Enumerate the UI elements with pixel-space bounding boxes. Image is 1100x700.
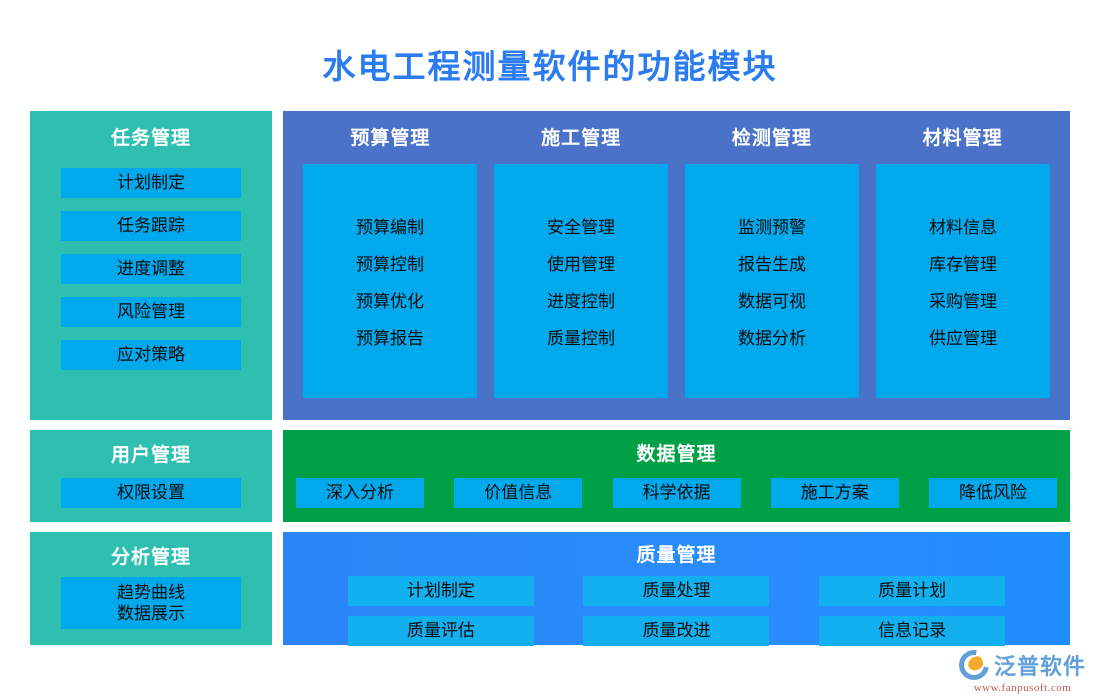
- user-management-title: 用户管理: [110, 445, 191, 466]
- material-item-3[interactable]: 供应管理: [929, 329, 997, 348]
- module-title-inspection: 检测管理: [731, 128, 812, 149]
- fanpu-logo-icon: [953, 644, 995, 686]
- construction-item-0[interactable]: 安全管理: [547, 218, 615, 237]
- module-column-material[interactable]: 材料信息 库存管理 采购管理 供应管理: [876, 164, 1050, 398]
- budget-item-1[interactable]: 预算控制: [356, 255, 424, 274]
- module-title-budget: 预算管理: [350, 128, 431, 149]
- task-management-list: 计划制定 任务跟踪 进度调整 风险管理 应对策略: [30, 168, 272, 370]
- watermark-brand: 泛普软件: [993, 654, 1086, 679]
- data-item-risk[interactable]: 降低风险: [929, 478, 1057, 508]
- construction-item-2[interactable]: 进度控制: [547, 292, 615, 311]
- data-item-plan[interactable]: 施工方案: [770, 478, 899, 508]
- construction-item-3[interactable]: 质量控制: [547, 329, 615, 348]
- quality-item-assessment[interactable]: 质量评估: [347, 616, 534, 646]
- material-item-0[interactable]: 材料信息: [929, 218, 997, 237]
- data-management-panel: 数据管理 深入分析 价值信息 科学依据 施工方案 降低风险: [283, 430, 1070, 522]
- data-management-title: 数据管理: [636, 444, 717, 465]
- user-management-panel: 用户管理 权限设置: [30, 430, 272, 522]
- task-item-risk[interactable]: 风险管理: [61, 297, 241, 327]
- inspection-item-3[interactable]: 数据分析: [738, 329, 806, 348]
- quality-item-improvement[interactable]: 质量改进: [583, 616, 770, 646]
- material-item-2[interactable]: 采购管理: [929, 292, 997, 311]
- budget-item-3[interactable]: 预算报告: [356, 329, 424, 348]
- task-management-title: 任务管理: [110, 128, 191, 149]
- budget-item-2[interactable]: 预算优化: [356, 292, 424, 311]
- task-item-progress[interactable]: 进度调整: [61, 254, 241, 284]
- inspection-item-2[interactable]: 数据可视: [738, 292, 806, 311]
- data-item-value[interactable]: 价值信息: [454, 478, 583, 508]
- page-title: 水电工程测量软件的功能模块: [322, 48, 778, 85]
- core-modules-headers: 预算管理 施工管理 检测管理 材料管理: [283, 123, 1070, 150]
- quality-item-plan[interactable]: 质量计划: [819, 576, 1006, 606]
- analysis-management-panel: 分析管理 趋势曲线 数据展示: [30, 532, 272, 645]
- watermark-url: www.fanpusoft.com: [973, 682, 1072, 694]
- inspection-item-1[interactable]: 报告生成: [738, 255, 806, 274]
- watermark: 泛普软件 www.fanpusoft.com: [953, 644, 1086, 694]
- module-title-construction: 施工管理: [541, 128, 622, 149]
- watermark-row: 泛普软件: [953, 644, 1086, 686]
- quality-management-panel: 质量管理 计划制定 质量处理 质量计划 质量评估 质量改进 信息记录: [283, 532, 1070, 646]
- core-modules-body: 预算编制 预算控制 预算优化 预算报告 安全管理 使用管理 进度控制 质量控制 …: [283, 164, 1070, 398]
- quality-item-handling[interactable]: 质量处理: [583, 576, 770, 606]
- core-modules-panel: 预算管理 施工管理 检测管理 材料管理 预算编制 预算控制 预算优化 预算报告 …: [283, 111, 1070, 420]
- analysis-item-line-1: 数据展示: [117, 603, 185, 623]
- task-item-plan[interactable]: 计划制定: [61, 168, 241, 198]
- construction-item-1[interactable]: 使用管理: [547, 255, 615, 274]
- quality-item-plan-making[interactable]: 计划制定: [347, 576, 534, 606]
- budget-item-0[interactable]: 预算编制: [356, 218, 424, 237]
- analysis-item-line-0: 趋势曲线: [117, 582, 185, 602]
- data-management-list: 深入分析 价值信息 科学依据 施工方案 降低风险: [283, 478, 1070, 508]
- task-item-strategy[interactable]: 应对策略: [61, 340, 241, 370]
- task-management-panel: 任务管理 计划制定 任务跟踪 进度调整 风险管理 应对策略: [30, 111, 272, 420]
- material-item-1[interactable]: 库存管理: [929, 255, 997, 274]
- quality-management-title: 质量管理: [636, 545, 717, 566]
- analysis-item-box[interactable]: 趋势曲线 数据展示: [61, 577, 241, 629]
- task-item-track[interactable]: 任务跟踪: [61, 211, 241, 241]
- module-column-inspection[interactable]: 监测预警 报告生成 数据可视 数据分析: [685, 164, 859, 398]
- user-item-permission[interactable]: 权限设置: [61, 478, 241, 508]
- data-item-basis[interactable]: 科学依据: [612, 478, 741, 508]
- quality-management-list: 计划制定 质量处理 质量计划 质量评估 质量改进 信息记录: [283, 576, 1070, 646]
- module-column-budget[interactable]: 预算编制 预算控制 预算优化 预算报告: [303, 164, 477, 398]
- quality-item-record[interactable]: 信息记录: [819, 616, 1006, 646]
- module-title-material: 材料管理: [922, 128, 1003, 149]
- data-item-analysis[interactable]: 深入分析: [296, 478, 424, 508]
- module-column-construction[interactable]: 安全管理 使用管理 进度控制 质量控制: [494, 164, 668, 398]
- inspection-item-0[interactable]: 监测预警: [738, 218, 806, 237]
- analysis-management-title: 分析管理: [110, 547, 191, 568]
